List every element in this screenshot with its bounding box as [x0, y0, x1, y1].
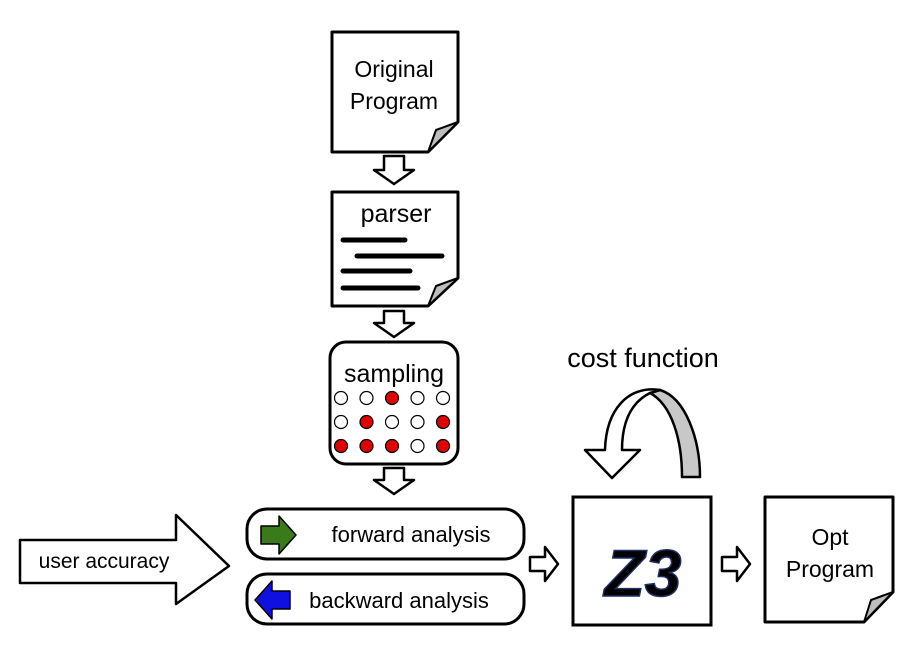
- user-accuracy-label: user accuracy: [39, 550, 170, 573]
- backward-arrow-icon: [254, 580, 291, 620]
- parser-label: parser: [361, 200, 432, 228]
- sample-dot-selected: [435, 414, 451, 430]
- sample-dot-selected: [359, 414, 374, 430]
- sample-dot: [410, 438, 425, 454]
- cost-function-loop-arrow: [583, 388, 702, 480]
- sample-dot: [333, 390, 349, 406]
- sample-dot: [435, 390, 451, 406]
- sample-dot: [359, 390, 374, 406]
- sample-dot: [333, 414, 349, 430]
- sampling-box: sampling: [328, 340, 460, 466]
- sample-dot: [410, 414, 425, 430]
- sample-dot: [384, 414, 400, 430]
- code-lines-icon: [340, 237, 445, 291]
- sample-dot-selected: [384, 438, 400, 454]
- sample-dot-selected: [333, 438, 349, 454]
- z3-logo-text: Z3: [602, 536, 681, 610]
- backward-analysis-label: backward analysis: [309, 588, 489, 613]
- opt-program-label-line2: Program: [786, 556, 874, 582]
- down-arrow-icon: [372, 309, 416, 339]
- z3-solver-box: Z3: [571, 495, 713, 627]
- sampling-label: sampling: [344, 360, 444, 388]
- right-arrow-icon: [528, 545, 560, 583]
- sample-dot-selected: [359, 438, 374, 454]
- down-arrow-icon: [372, 154, 416, 186]
- backward-analysis-box: backward analysis: [245, 572, 526, 626]
- parser-document: parser: [330, 190, 460, 308]
- cost-function-label: cost function: [567, 343, 719, 373]
- original-program-label-line1: Original: [354, 56, 433, 82]
- user-accuracy-arrow: user accuracy: [18, 513, 231, 606]
- right-arrow-icon: [720, 545, 752, 583]
- opt-program-document: Opt Program: [763, 495, 895, 624]
- down-arrow-icon: [372, 466, 416, 496]
- forward-analysis-box: forward analysis: [245, 507, 526, 561]
- original-program-label-line2: Program: [350, 88, 438, 114]
- sample-dot: [410, 390, 425, 406]
- original-program-document: Original Program: [330, 30, 460, 154]
- sample-dot-selected: [384, 390, 400, 406]
- opt-program-label-line1: Opt: [811, 524, 849, 550]
- forward-arrow-icon: [260, 515, 297, 555]
- sample-dot-selected: [435, 438, 451, 454]
- forward-analysis-label: forward analysis: [332, 522, 491, 547]
- sample-grid: [333, 390, 451, 454]
